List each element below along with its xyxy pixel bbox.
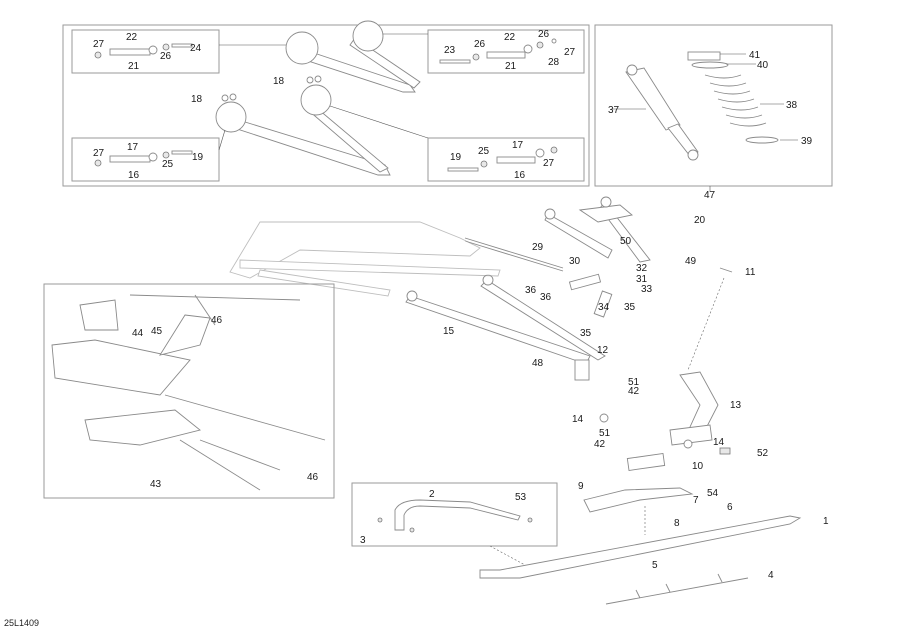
callout-number: 22 xyxy=(126,32,138,43)
detail-box-top-left xyxy=(71,29,220,74)
callout-number: 24 xyxy=(190,43,202,54)
callout-number: 23 xyxy=(444,45,456,56)
callout-number: 47 xyxy=(704,190,716,201)
callout-number: 15 xyxy=(443,326,455,337)
ski-handle xyxy=(377,499,533,533)
callout-number: 21 xyxy=(128,61,140,72)
chassis-outline xyxy=(229,221,501,297)
callout-number: 36 xyxy=(540,292,552,303)
callout-number: 53 xyxy=(515,492,527,503)
callout-number: 46 xyxy=(307,472,319,483)
callout-number: 1 xyxy=(823,516,829,527)
callout-number: 46 xyxy=(211,315,223,326)
callout-number: 21 xyxy=(505,61,517,72)
shock-absorber xyxy=(625,64,699,161)
callout-number: 9 xyxy=(578,481,584,492)
callout-number: 42 xyxy=(628,386,640,397)
detail-box-bottom-left xyxy=(71,137,220,182)
callout-number: 27 xyxy=(543,158,555,169)
callout-number: 18 xyxy=(273,76,285,87)
callout-number: 11 xyxy=(745,267,756,278)
callout-number: 4 xyxy=(768,570,774,581)
callout-number: 16 xyxy=(514,170,526,181)
callout-number: 19 xyxy=(192,152,204,163)
callout-number: 19 xyxy=(450,152,462,163)
main-assembly xyxy=(405,196,733,471)
callout-number: 25 xyxy=(478,146,490,157)
callout-number: 12 xyxy=(597,345,609,356)
callout-number: 17 xyxy=(127,142,139,153)
callout-number: 38 xyxy=(786,100,798,111)
callout-number: 31 xyxy=(636,274,648,285)
callout-number: 48 xyxy=(532,358,544,369)
spring xyxy=(687,51,779,144)
callout-number: 29 xyxy=(532,242,544,253)
callout-number: 18 xyxy=(191,94,203,105)
callout-number: 49 xyxy=(685,256,697,267)
callout-number: 35 xyxy=(624,302,636,313)
callout-number: 10 xyxy=(692,461,704,472)
callout-number: 37 xyxy=(608,105,620,116)
callout-number: 28 xyxy=(548,57,560,68)
callout-number: 40 xyxy=(757,60,769,71)
callout-number: 26 xyxy=(474,39,486,50)
callout-number: 36 xyxy=(525,285,537,296)
callout-number: 13 xyxy=(730,400,742,411)
callout-number: 34 xyxy=(598,302,610,313)
callout-number: 22 xyxy=(504,32,516,43)
lower-a-arm xyxy=(215,84,391,176)
callout-number: 5 xyxy=(652,560,658,571)
callout-number: 2 xyxy=(429,489,435,500)
callout-number: 3 xyxy=(360,535,366,546)
hardware-bushings xyxy=(94,38,558,172)
callout-number: 42 xyxy=(594,439,606,450)
a-arm-assembly-frame xyxy=(62,24,590,187)
callout-number: 27 xyxy=(564,47,576,58)
ski xyxy=(479,487,802,605)
callout-number: 26 xyxy=(538,29,550,40)
callout-number: 25 xyxy=(162,159,174,170)
callout-number: 20 xyxy=(694,215,706,226)
frame-assembly xyxy=(51,294,326,491)
ski-handle-box xyxy=(351,482,558,547)
callout-number: 8 xyxy=(674,518,680,529)
callout-number: 41 xyxy=(749,50,761,61)
reference-code: 25L1409 xyxy=(4,618,40,628)
callout-number: 6 xyxy=(727,502,733,513)
callout-number: 50 xyxy=(620,236,632,247)
callout-number: 35 xyxy=(580,328,592,339)
shock-assembly-frame xyxy=(594,24,833,187)
callout-number: 26 xyxy=(160,51,172,62)
callout-number: 32 xyxy=(636,263,648,274)
callout-number: 16 xyxy=(128,170,140,181)
callout-number: 14 xyxy=(713,437,725,448)
callout-number: 39 xyxy=(801,136,813,147)
frame-detail-box xyxy=(43,283,335,499)
detail-box-top-right xyxy=(427,29,585,74)
callout-number: 14 xyxy=(572,414,584,425)
callout-number: 54 xyxy=(707,488,719,499)
callout-number: 52 xyxy=(757,448,769,459)
callout-number: 33 xyxy=(641,284,653,295)
callout-number: 17 xyxy=(512,140,524,151)
callout-number: 44 xyxy=(132,328,144,339)
callout-number: 51 xyxy=(599,428,611,439)
callout-number: 27 xyxy=(93,39,105,50)
callout-number: 43 xyxy=(150,479,162,490)
callout-labels: 27 22 26 24 21 23 26 22 26 27 28 21 27 1… xyxy=(93,29,829,581)
callout-number: 45 xyxy=(151,326,163,337)
callout-number: 27 xyxy=(93,148,105,159)
callout-number: 51 xyxy=(628,377,640,388)
detail-box-bottom-right xyxy=(427,137,585,182)
upper-a-arm xyxy=(285,20,421,93)
callout-number: 30 xyxy=(569,256,581,267)
callout-number: 7 xyxy=(693,495,699,506)
